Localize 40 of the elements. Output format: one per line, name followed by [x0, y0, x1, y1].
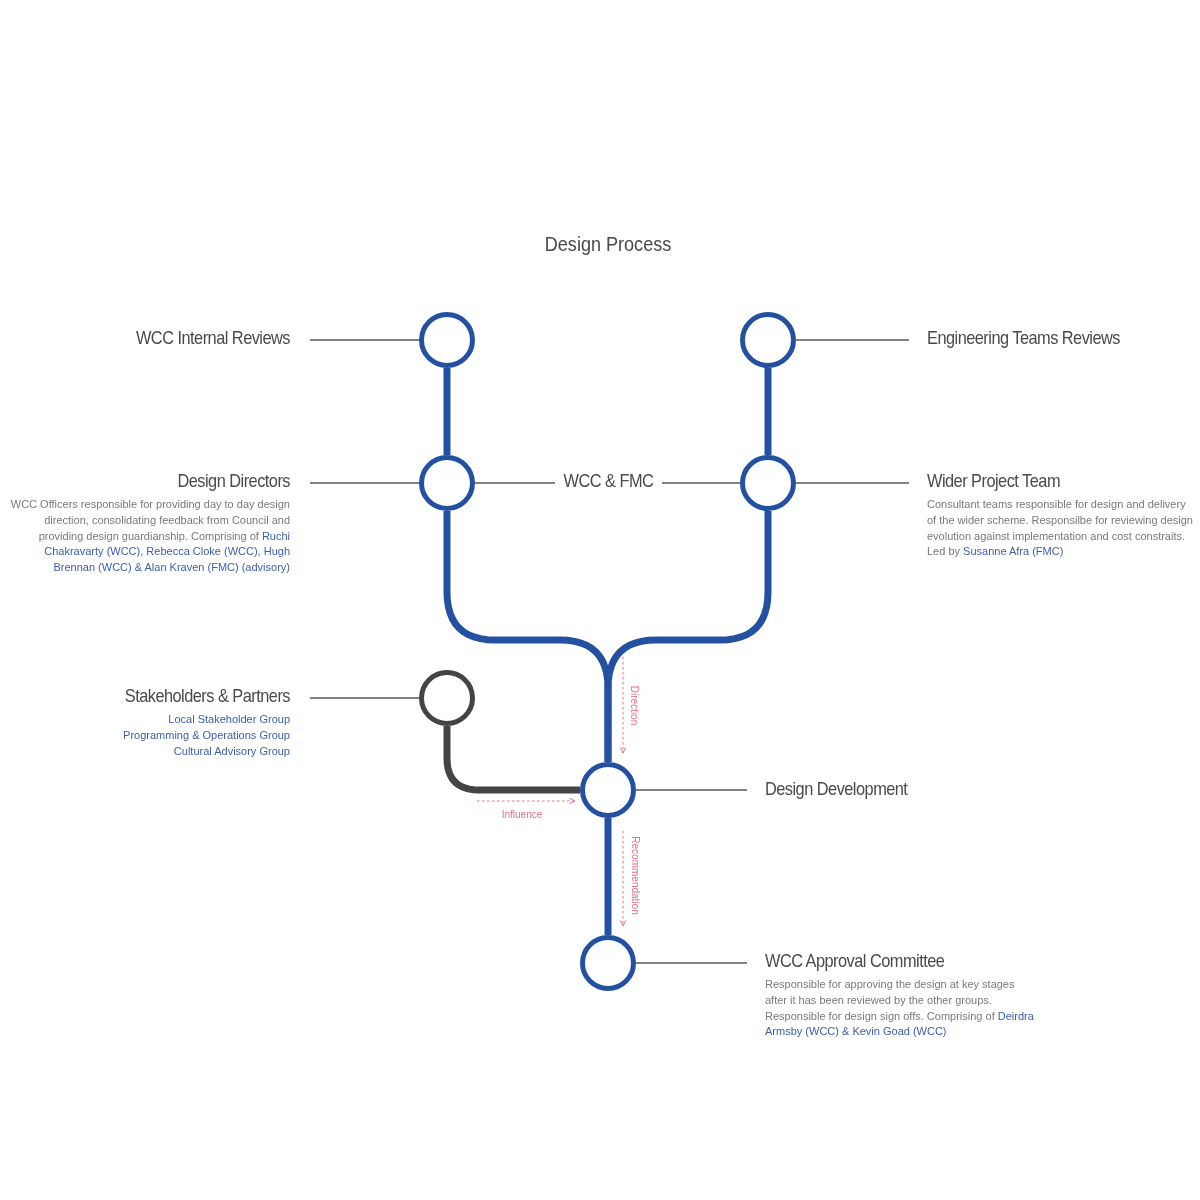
group-heading: Wider Project Team	[927, 469, 1061, 493]
member-group-text: Cultural Advisory Group	[172, 743, 290, 759]
member-group-text: Local Stakeholder Group	[167, 712, 290, 727]
process-circle	[580, 762, 636, 818]
diagram-title: Design Process	[543, 232, 673, 256]
description-text: Led by Susanne Afra (FMC)	[927, 544, 1065, 560]
group-heading: Stakeholders & Partners	[123, 684, 290, 708]
leader-line	[635, 962, 748, 964]
group-heading: Design Development	[765, 777, 909, 801]
process-circle	[419, 670, 475, 726]
group-heading: WCC Internal Reviews	[134, 326, 290, 350]
leader-line	[635, 789, 748, 791]
description-text: Consultant teams responsible for design and delivery of the wider scheme. Responsilbe for reviewing design evolution against implementation and cost constraits.	[927, 497, 1194, 544]
connector-pipe	[604, 511, 772, 762]
member-group-text: Programming & Operations Group	[122, 727, 290, 743]
process-circle	[740, 455, 796, 511]
description-text: WCC Officers responsible for providing day to day design direction, consolidating feedback from Council and providing design guardianship. Comprising of Ruchi Chakravarty (WCC), Rebecca Cloke (WCC), Hugh Brennan (WCC) & Alan Kraven (FMC) (advisory)	[10, 497, 290, 576]
group-heading: Engineering Teams Reviews	[927, 326, 1121, 350]
process-circle	[419, 312, 475, 368]
connector-pipe	[443, 726, 580, 794]
process-circle	[580, 935, 636, 991]
connector-pipe	[443, 368, 451, 455]
process-circle	[740, 312, 796, 368]
leader-line	[309, 339, 420, 341]
flow-label: Direction	[629, 685, 641, 725]
flow-label: Recommendation	[629, 835, 641, 915]
leader-line	[795, 339, 910, 341]
description-text: Responsible for approving the design at key stages after it has been reviewed by the other groups. Responsible for design sign offs. Comprising of Deirdra Armsby (WCC) & Kevin Goad (WCC)	[765, 977, 1035, 1040]
process-circle	[419, 455, 475, 511]
leader-line	[661, 482, 741, 484]
leader-line	[309, 482, 420, 484]
group-heading: WCC & FMC	[562, 469, 655, 493]
flow-label: Influence	[501, 808, 543, 820]
connector-pipe	[604, 818, 612, 935]
group-heading: WCC Approval Committee	[765, 949, 946, 973]
leader-line	[795, 482, 910, 484]
leader-line	[309, 697, 420, 699]
group-heading: Design Directors	[176, 469, 290, 493]
connector-pipe	[764, 368, 772, 455]
leader-line	[474, 482, 556, 484]
